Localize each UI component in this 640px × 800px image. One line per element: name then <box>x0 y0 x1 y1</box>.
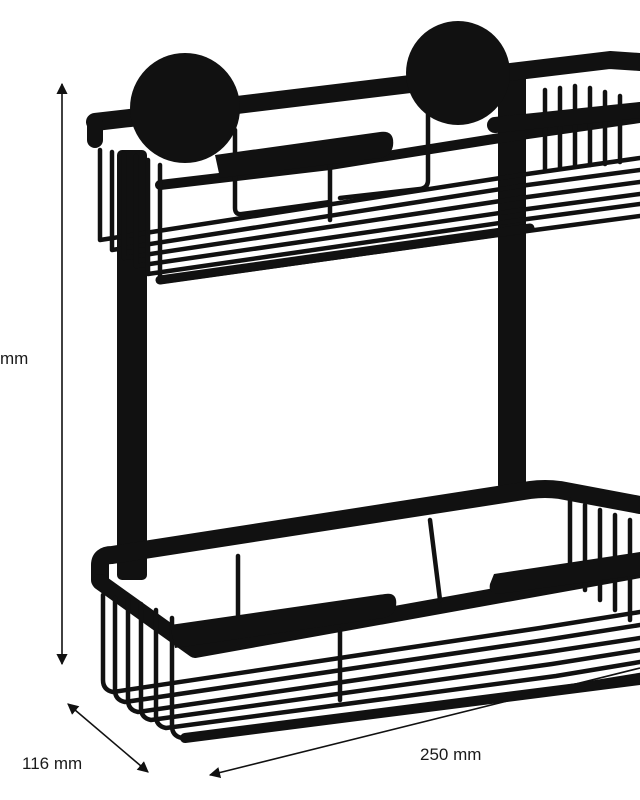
depth-dimension-line <box>67 703 149 773</box>
height-dimension-label: mm <box>0 349 29 368</box>
depth-dimension-label: 116 mm <box>22 754 83 773</box>
mounting-disc-left <box>130 53 240 163</box>
top-basket <box>86 51 640 285</box>
bottom-handle-bars <box>170 552 640 648</box>
top-handle-bar <box>215 131 394 178</box>
width-dimension-label: 250 mm <box>420 745 482 764</box>
bottom-basket <box>91 480 640 743</box>
mounting-disc-right <box>406 21 510 125</box>
